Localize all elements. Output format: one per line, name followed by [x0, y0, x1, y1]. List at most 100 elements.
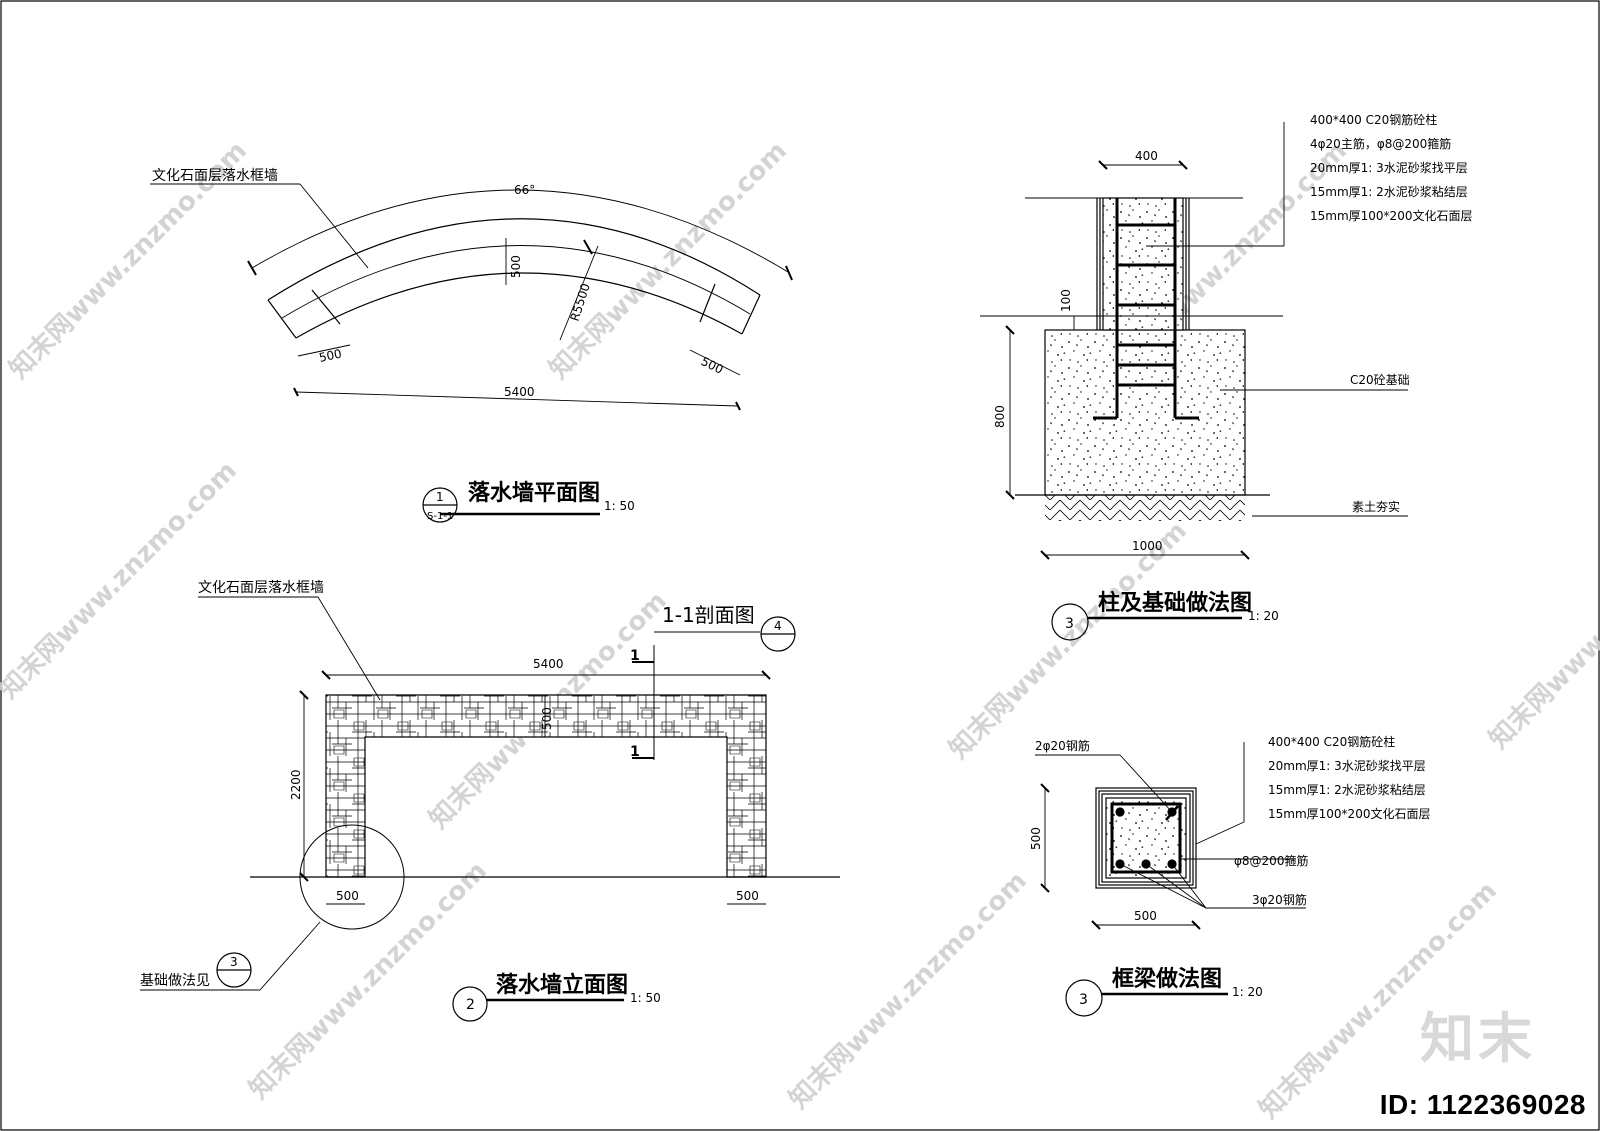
column-note-2: 4φ20主筋，φ8@200箍筋: [1310, 136, 1451, 151]
elevation-total-label: 5400: [533, 657, 564, 671]
foundation-note-label: 基础做法见: [140, 972, 210, 989]
foundation-ref-number: 3: [230, 955, 238, 969]
watermark-text: 知末网www.znzmo.com: [784, 866, 1033, 1115]
plan-middle-arc: [281, 245, 751, 319]
top-bar: [1115, 807, 1125, 817]
elevation-leader-line: [317, 596, 381, 701]
elevation-leader-label: 文化石面层落水框墙: [198, 580, 324, 596]
plan-angle-arc: [251, 189, 789, 273]
elevation-beam-label: 500: [540, 707, 554, 730]
beam-stirrup: [1110, 802, 1182, 874]
column-note-4: 15mm厚1: 2水泥砂浆粘结层: [1310, 184, 1468, 199]
top-bar-label: 2φ20钢筋: [1035, 738, 1090, 753]
plan-radius-line: [559, 245, 599, 341]
plan-width-label: 500: [509, 255, 523, 278]
plan-scale: 1: 50: [604, 499, 635, 513]
plan-dim-tick: [293, 387, 299, 397]
beam-scale: 1: 20: [1232, 985, 1263, 999]
elevation-view: [140, 596, 840, 1022]
beam-notes-leader: [1195, 821, 1245, 845]
beam-title: 框梁做法图: [1112, 966, 1222, 992]
section-title: 1-1剖面图: [662, 603, 755, 627]
plan-title: 落水墙平面图: [468, 481, 600, 506]
soil-label: 素土夯实: [1352, 499, 1400, 514]
dim-tick: [1191, 920, 1201, 930]
plan-dim-line-right: [689, 349, 741, 376]
plan-end-right: [741, 294, 761, 335]
elevation-col-right-label: 500: [736, 889, 759, 903]
beam-note-2: 20mm厚1: 3水泥砂浆找平层: [1268, 758, 1426, 773]
beam-title-bubble: [1065, 979, 1103, 1017]
column-scale: 1: 20: [1248, 609, 1279, 623]
watermark-layer: 知末网www.znzmo.com 知末网www.znzmo.com 知末网www…: [0, 136, 1600, 1125]
plan-dim-line-left: [297, 344, 351, 357]
beam-finish-outer: [1095, 787, 1197, 889]
elevation-dim-tick: [321, 670, 331, 680]
plan-end-left-label: 500: [318, 346, 343, 364]
plan-joint-right: [699, 283, 716, 323]
top-bar-leader: [1119, 754, 1173, 813]
beam-finish-2: [1098, 790, 1194, 886]
elevation-col-left-label: 500: [336, 889, 359, 903]
dim-1000-label: 1000: [1132, 539, 1163, 553]
elevation-dim-tick: [299, 690, 309, 700]
watermark-text: 知末网www.znzmo.com: [244, 856, 493, 1105]
stirrup-label: φ8@200箍筋: [1234, 853, 1308, 868]
plan-bubble-top: 1: [436, 490, 444, 504]
beam-note-3: 15mm厚1: 2水泥砂浆粘结层: [1268, 782, 1426, 797]
brand-watermark: 知末: [1420, 1007, 1536, 1070]
bottom-bar-leader: [1171, 863, 1207, 909]
dim-tick: [1040, 550, 1050, 560]
bottom-bar-leader: [1145, 863, 1207, 909]
dim-tick: [1040, 783, 1050, 793]
dim-tick: [1240, 550, 1250, 560]
elevation-title: 落水墙立面图: [496, 972, 628, 998]
beam-bubble-number: 3: [1079, 992, 1088, 1008]
dim-tick: [1040, 883, 1050, 893]
plan-joint-left: [311, 289, 341, 325]
foundation-detail-circle: [299, 824, 405, 930]
plan-dim-tick: [735, 401, 741, 411]
section-mark-top: 1: [630, 648, 640, 664]
section-ref-number: 4: [774, 619, 782, 633]
image-id-label: ID: 1122369028: [1379, 1089, 1586, 1120]
bottom-bar-label: 3φ20钢筋: [1252, 892, 1307, 907]
elevation-dim-tick: [761, 670, 771, 680]
column-note-5: 15mm厚100*200文化石面层: [1310, 208, 1472, 223]
plan-dim-line-total: [295, 391, 739, 407]
plan-radius-label: R5500: [568, 282, 593, 323]
elevation-title-bubble: [452, 986, 488, 1022]
plan-end-right-label: 500: [699, 354, 726, 377]
beam-note-1: 400*400 C20钢筋砼柱: [1268, 734, 1395, 749]
dim-tick: [1005, 325, 1015, 335]
plan-end-left: [267, 299, 297, 339]
dim-100-label: 100: [1059, 289, 1073, 312]
watermark-text: 知末网www.znzmo.com: [1484, 506, 1600, 755]
watermark-text: 知末网www.znzmo.com: [544, 136, 793, 385]
plan-inner-arc: [295, 272, 743, 339]
column-note-1: 400*400 C20钢筋砼柱: [1310, 112, 1437, 127]
column-dim-tick: [1178, 160, 1188, 170]
beam-note-4: 15mm厚100*200文化石面层: [1268, 806, 1430, 821]
plan-total-label: 5400: [504, 385, 535, 399]
column-title-bubble: [1051, 603, 1089, 641]
bottom-bar-leader: [1119, 863, 1207, 909]
column-width-label: 400: [1135, 149, 1158, 163]
plan-view: [150, 183, 793, 523]
foundation-note-leader: [259, 921, 321, 991]
elevation-bubble-number: 2: [466, 997, 475, 1013]
plan-angle-tick: [785, 265, 793, 281]
plan-leader-label: 文化石面层落水框墙: [152, 168, 278, 184]
column-dim-tick: [1098, 160, 1108, 170]
plan-angle-label: 66°: [514, 183, 535, 197]
dim-tick: [1091, 920, 1101, 930]
plan-angle-tick: [247, 260, 257, 276]
elevation-dim-tick: [299, 872, 309, 882]
elevation-scale: 1: 50: [630, 991, 661, 1005]
elevation-height-label: 2200: [289, 769, 303, 800]
column-detail: [980, 122, 1408, 641]
beam-height-label: 500: [1029, 827, 1043, 850]
dim-800-label: 800: [993, 405, 1007, 428]
